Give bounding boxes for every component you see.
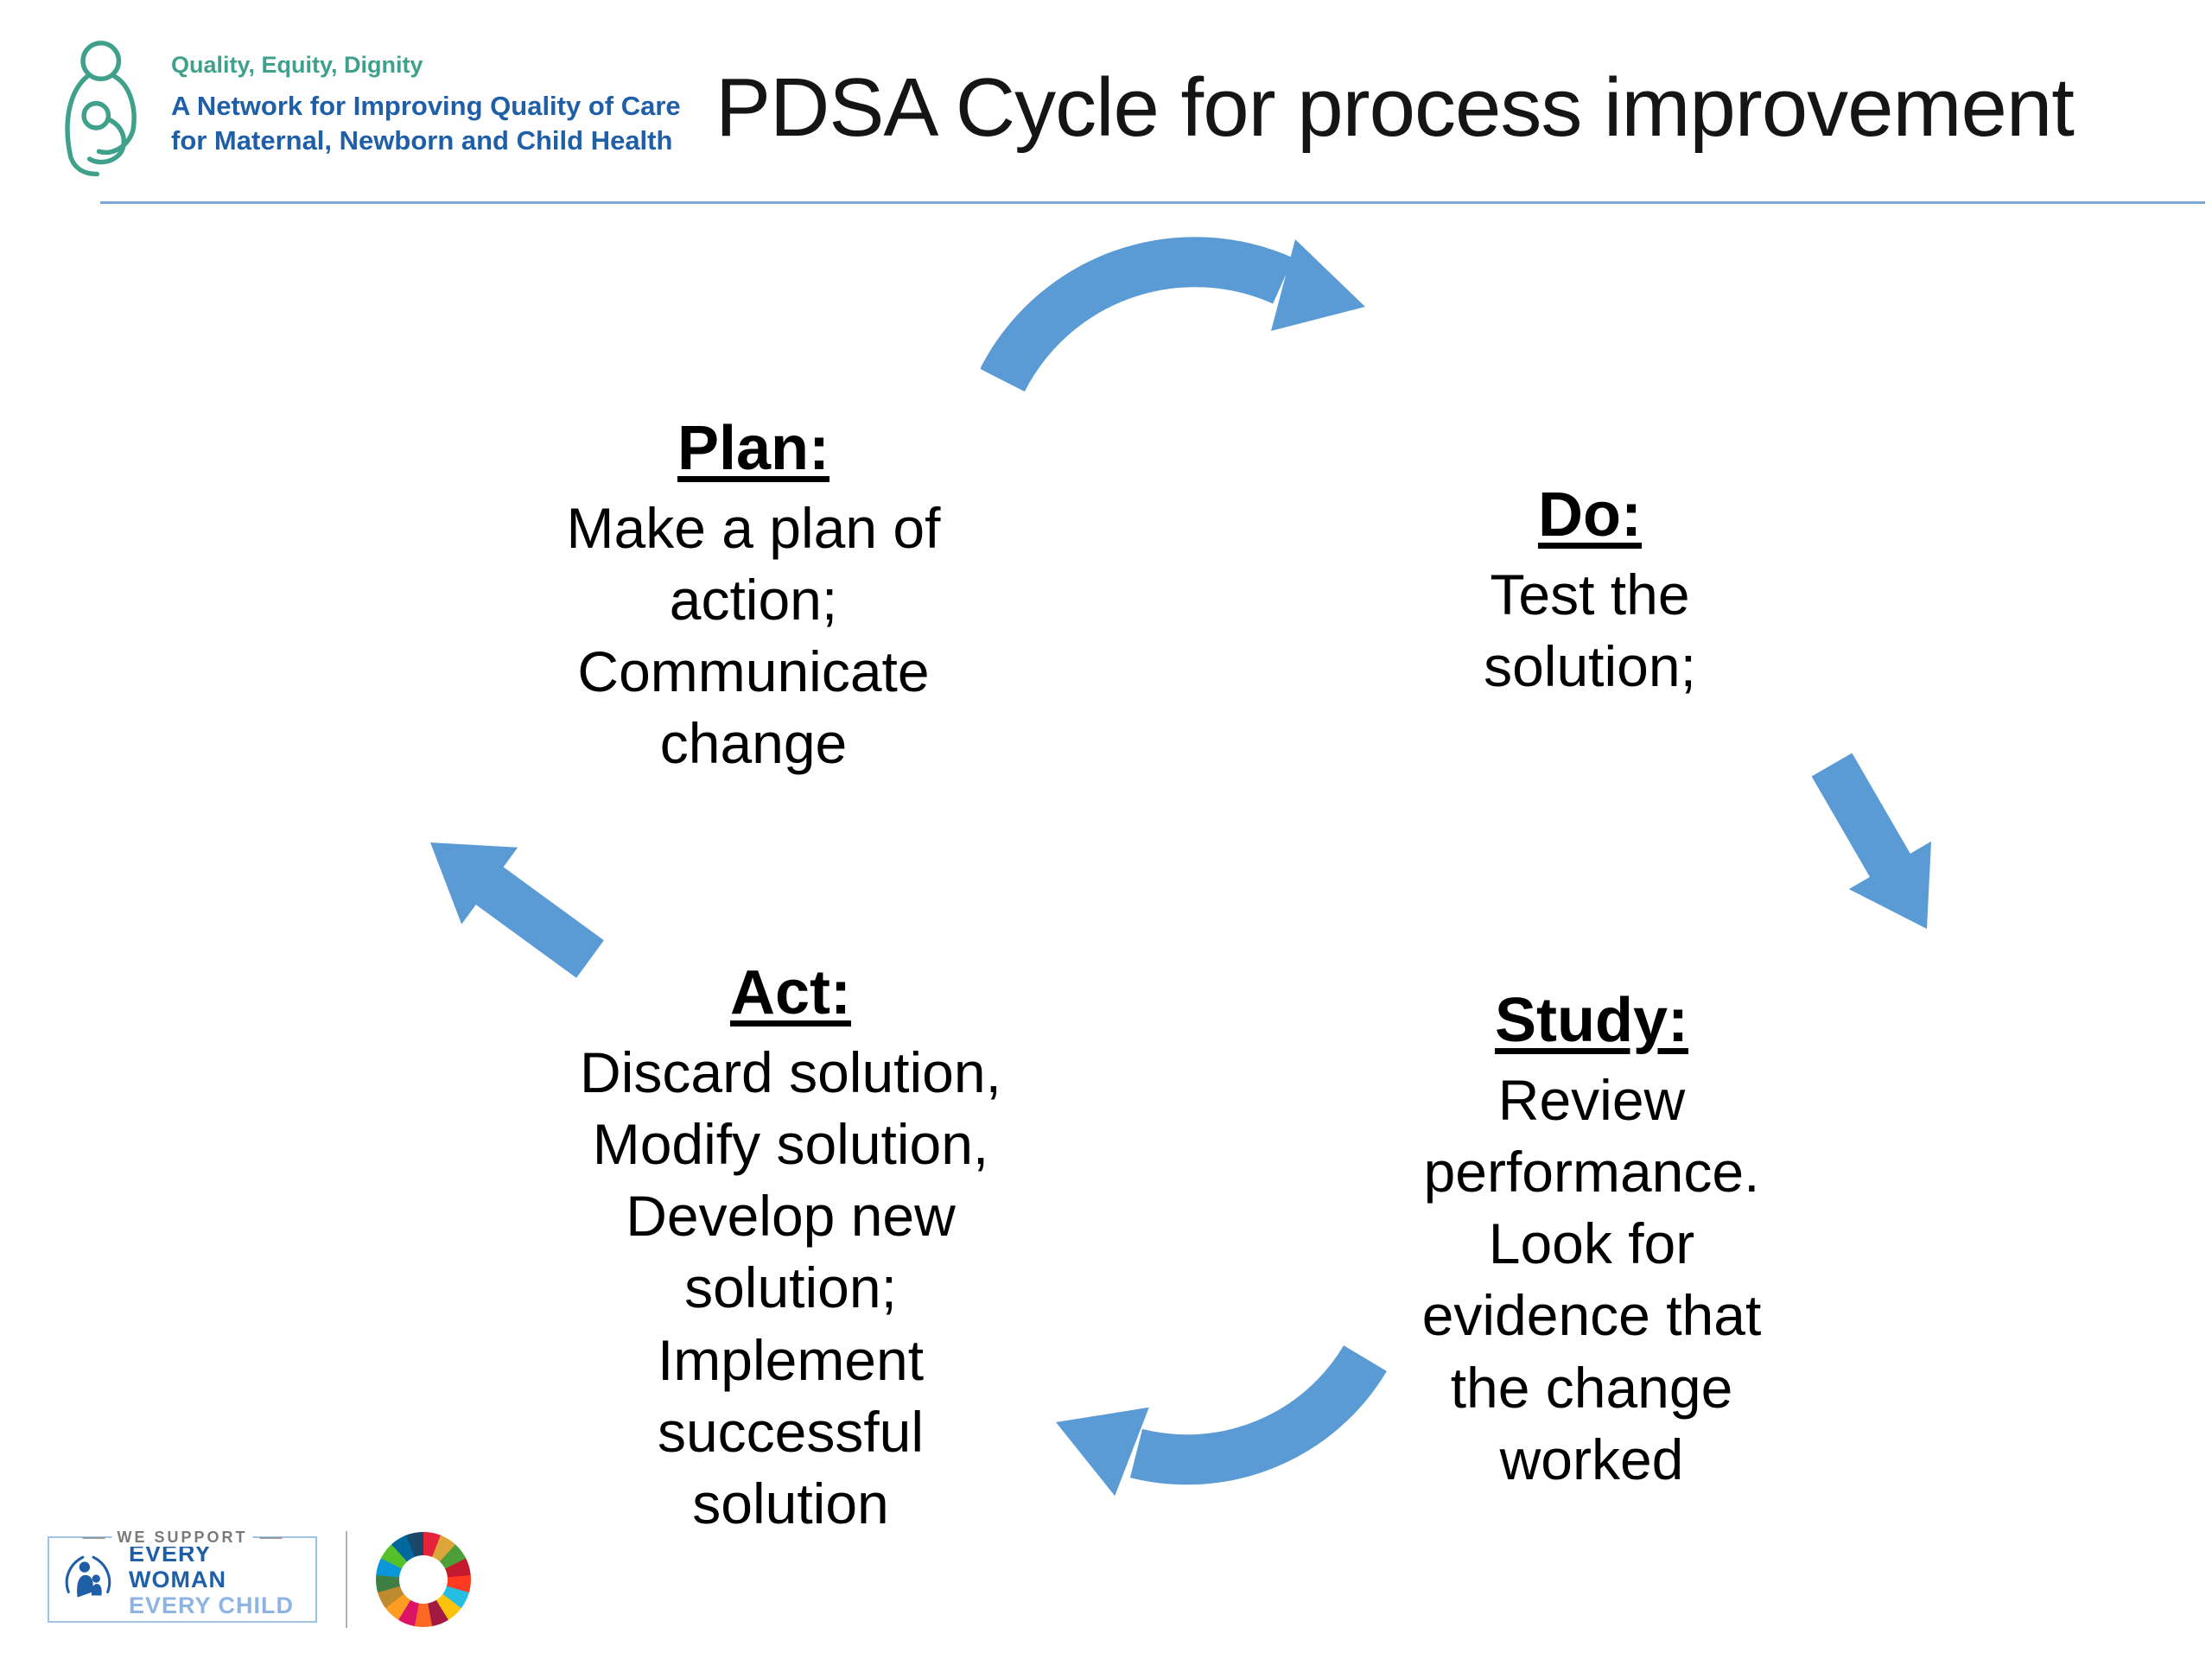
every-child-text: EVERY CHILD	[128, 1592, 295, 1619]
sdg-wheel	[376, 1532, 471, 1627]
mother-child-logo-icon	[65, 41, 137, 177]
plan-heading: Plan:	[677, 414, 830, 483]
qed-tagline: Quality, Equity, Dignity	[171, 52, 423, 78]
sdg-wheel-hole	[399, 1555, 448, 1604]
arrow-act-to-plan-icon	[430, 842, 604, 978]
cycle-step-plan: Plan: Make a plan of action; Communicate…	[494, 413, 1013, 780]
ewec-wordmark: EVERY WOMAN EVERY CHILD	[129, 1541, 305, 1619]
act-heading: Act:	[730, 958, 851, 1027]
arrow-do-to-study-icon	[1811, 753, 1931, 929]
network-line-1: A Network for Improving Quality of Care	[171, 91, 681, 121]
study-body: Review performance. Look for evidence th…	[1421, 1068, 1762, 1491]
study-heading: Study:	[1495, 986, 1688, 1055]
plan-body: Make a plan of action; Communicate chang…	[566, 496, 941, 776]
we-support-label: WE SUPPORT	[82, 1529, 283, 1547]
arrow-study-to-act-icon	[1056, 1344, 1387, 1497]
page-title: PDSA Cycle for process improvement	[715, 61, 2075, 155]
label-line-right	[259, 1536, 283, 1539]
do-heading: Do:	[1538, 480, 1642, 550]
label-line-left	[82, 1536, 105, 1539]
every-woman-every-child-logo: WE SUPPORT EVERY WOMAN EVERY CHILD	[48, 1529, 317, 1623]
we-support-text: WE SUPPORT	[111, 1529, 253, 1547]
cycle-step-act: Act: Discard solution, Modify solution, …	[505, 957, 1076, 1540]
qed-logo-text: Quality, Equity, Dignity A Network for I…	[171, 52, 681, 159]
cycle-step-do: Do: Test the solution;	[1417, 480, 1763, 702]
ewec-emblem-icon	[65, 1555, 111, 1598]
act-body: Discard solution, Modify solution, Devel…	[580, 1040, 1001, 1535]
footer-logos: WE SUPPORT EVERY WOMAN EVERY CHILD	[48, 1529, 471, 1628]
cycle-step-study: Study: Review performance. Look for evid…	[1367, 985, 1816, 1496]
arrow-plan-to-do-icon	[981, 237, 1365, 392]
every-woman-text: EVERY WOMAN	[128, 1540, 226, 1592]
header-rule	[100, 201, 2205, 204]
footer-divider	[346, 1531, 347, 1628]
network-line-2: for Maternal, Newborn and Child Health	[171, 125, 673, 156]
do-body: Test the solution;	[1484, 563, 1696, 699]
